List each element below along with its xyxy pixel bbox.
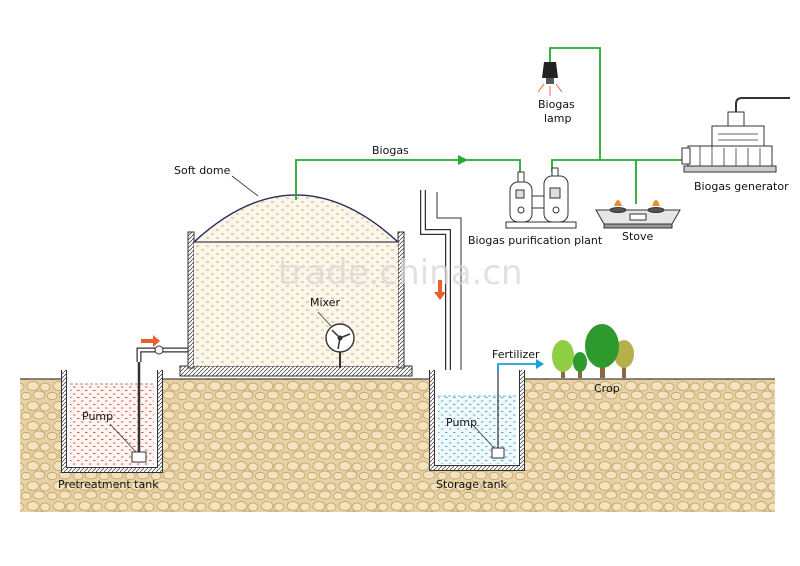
- biogas-pipeline: [295, 47, 682, 204]
- pump-left-label: Pump: [82, 410, 113, 423]
- purification-plant-label: Biogas purification plant: [468, 234, 603, 247]
- mixer-label: Mixer: [310, 296, 340, 309]
- stove: [595, 200, 681, 229]
- storage-tank-label: Storage tank: [436, 478, 508, 491]
- watermark-text: trade.china.cn: [278, 253, 523, 293]
- stove-label: Stove: [622, 230, 654, 243]
- overflow-pipe: [420, 190, 462, 388]
- fertilizer-label: Fertilizer: [492, 348, 540, 361]
- inflow-arrow: [141, 335, 160, 347]
- soft-dome-label: Soft dome: [174, 164, 231, 177]
- crop-label: Crop: [594, 382, 620, 395]
- biogas-generator-label: Biogas generator: [694, 180, 789, 193]
- digester: [179, 194, 413, 377]
- overflow-arrow: [434, 280, 446, 300]
- fertilizer-pipe: [497, 359, 544, 372]
- biogas-flow-arrow: [458, 155, 468, 165]
- biogas-generator: [681, 97, 790, 173]
- pretreatment-pump: [109, 362, 147, 463]
- biogas-lamp: [537, 62, 563, 96]
- biogas-label: Biogas: [372, 144, 409, 157]
- pump-right-label: Pump: [446, 416, 477, 429]
- feed-pipe: [136, 345, 190, 362]
- storage-pump: [471, 364, 505, 459]
- mixer: [317, 311, 355, 368]
- biogas-purification-plant: [505, 167, 577, 229]
- pretreatment-tank-label: Pretreatment tank: [58, 478, 159, 491]
- crop-trees: [552, 324, 634, 378]
- biogas-lamp-label: Biogas lamp: [538, 98, 578, 125]
